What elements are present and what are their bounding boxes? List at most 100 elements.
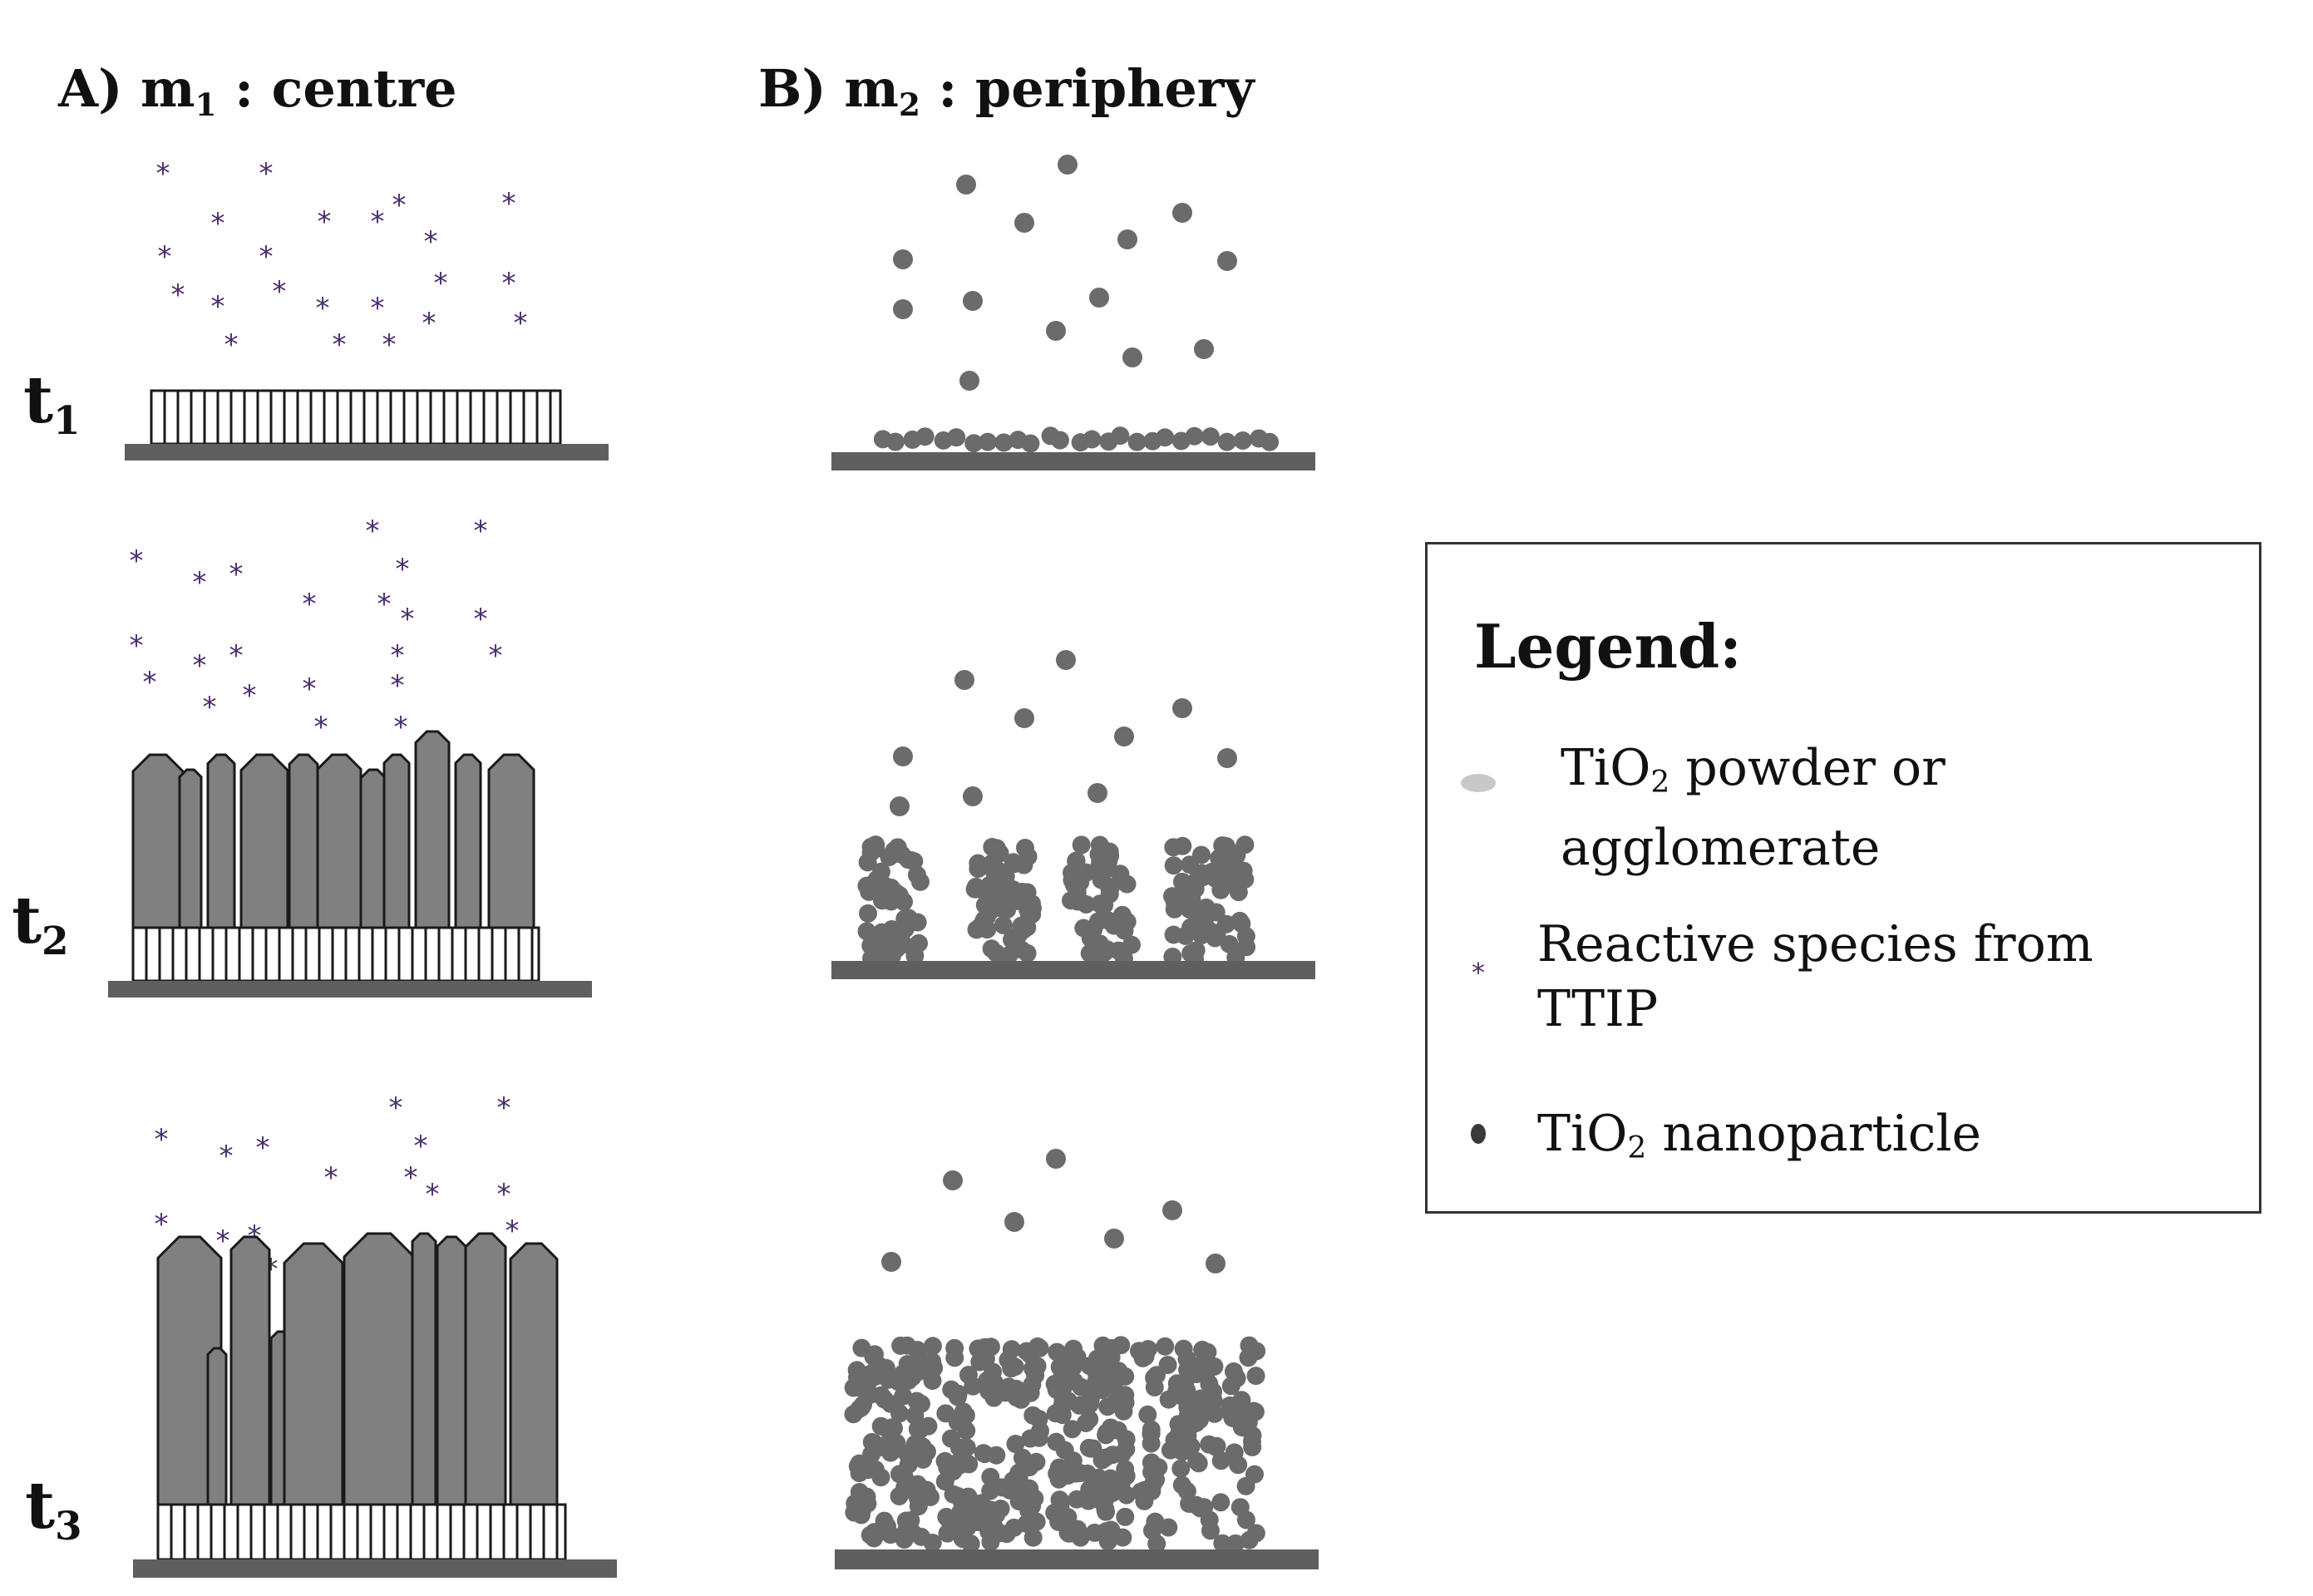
reactive-species-star: * [216, 1224, 230, 1258]
nanorod-column [206, 1347, 228, 1506]
nanoparticle-dot [994, 915, 1013, 934]
reactive-species-star: * [424, 225, 438, 259]
nanoparticle-dot [1087, 783, 1107, 803]
nanoparticle-dot [859, 904, 878, 923]
nanoparticle-dot [893, 746, 913, 766]
nanoparticle-dot [893, 299, 913, 319]
nanoparticle-dot [844, 1378, 863, 1397]
time-label-t2: t2 [12, 883, 69, 965]
seed-layer [150, 389, 562, 446]
nanoparticle-dot [1113, 1528, 1132, 1547]
nanoparticle-dot [1245, 1465, 1264, 1484]
nanoparticle-dot [1122, 347, 1142, 367]
nanoparticle-dot [970, 1502, 989, 1521]
nanoparticle-dot [1114, 1401, 1133, 1421]
nanoparticle-dot [991, 1500, 1010, 1519]
nanoparticle-dot [1014, 213, 1034, 233]
time-label-t3: t3 [25, 1468, 82, 1550]
nanoparticle-dot [1046, 1149, 1066, 1169]
nanoparticle-dot [959, 371, 979, 391]
nanoparticle-dot [1186, 941, 1206, 960]
nanoparticle-dot [923, 1372, 942, 1391]
nanoparticle-dot [1009, 1492, 1028, 1511]
nanoparticle-dot [974, 1444, 993, 1463]
nanoparticle-dot [984, 1362, 1003, 1382]
nanoparticle-dot [1156, 428, 1175, 447]
reactive-species-star: * [497, 1178, 511, 1211]
reactive-species-star: * [155, 1208, 169, 1241]
substrate-bar [831, 961, 1315, 979]
nanoparticle-dot [1172, 872, 1191, 891]
nanoparticle-dot [908, 913, 927, 932]
nanorod-column [414, 730, 451, 929]
reactive-species-star: * [273, 275, 287, 308]
reactive-species-star: * [502, 267, 516, 300]
nanoparticle-dot [943, 1170, 963, 1190]
nanoparticle-dot [982, 1515, 1001, 1534]
legend-item-powder: TiO2 powder or agglomerate [1561, 739, 1946, 877]
nanoparticle-dot [1138, 1405, 1157, 1424]
nanoparticle-dot [887, 1434, 906, 1453]
nanoparticle-dot [1206, 929, 1225, 948]
reactive-species-star: * [303, 672, 317, 706]
nanoparticle-dot [1211, 1493, 1230, 1512]
nanoparticle-dot [1172, 698, 1192, 718]
nanoparticle-dot [1006, 1435, 1025, 1454]
reactive-species-star: * [219, 1140, 234, 1173]
nanoparticle-dot [861, 843, 880, 862]
nanoparticle-dot [1224, 874, 1243, 894]
reactive-species-star: * [404, 1161, 418, 1195]
nanoparticle-dot [963, 786, 983, 806]
reactive-species-star: * [229, 639, 244, 672]
panel-b-t2 [831, 650, 1315, 979]
nanoparticle-dot [1164, 838, 1183, 857]
nanoparticle-dot [1015, 838, 1034, 857]
nanorod-column [288, 753, 319, 929]
nanoparticle-dot [1217, 432, 1236, 451]
nanorod-column [283, 1242, 344, 1506]
nanorod-column [316, 753, 362, 929]
nanoparticle-dot [1087, 861, 1107, 880]
nanoparticle-dot [1206, 903, 1226, 922]
nanoparticle-dot [1205, 1404, 1224, 1423]
nanorod-column [359, 768, 387, 929]
nanoparticle-dot [1096, 1500, 1115, 1519]
nanoparticle-dot [880, 1525, 900, 1544]
nanoparticle-dot [1216, 837, 1235, 856]
nanoparticle-dot [867, 869, 886, 889]
panel-b-t1 [831, 155, 1315, 470]
nanoparticle-dot [857, 922, 876, 941]
nanoparticle-dot [1029, 1428, 1048, 1447]
nanoparticle-dot [1009, 1468, 1028, 1487]
nanoparticle-dot [1004, 1518, 1023, 1537]
nanorod-column [464, 1232, 507, 1506]
nanoparticle-dot [1111, 426, 1130, 446]
nanoparticle-dot [893, 249, 913, 269]
nanoparticle-dot [1239, 1348, 1258, 1367]
nanoparticle-dot [1217, 251, 1237, 271]
reactive-species-star: * [193, 649, 207, 682]
nanoparticle-dot [1171, 1459, 1191, 1478]
nanoparticle-dot [1083, 430, 1102, 449]
nanoparticle-dot [1221, 859, 1240, 878]
nanoparticle-dot [1176, 1374, 1195, 1393]
nanoparticle-dot [1056, 650, 1076, 670]
nanoparticle-dot [937, 1507, 956, 1526]
nanorod-column [382, 753, 411, 929]
legend-box: Legend: TiO2 powder or agglomerate * Rea… [1425, 542, 2261, 1214]
substrate-bar [108, 981, 592, 998]
reactive-species-star: * [414, 1130, 428, 1163]
nanoparticle-dot [1127, 432, 1147, 451]
nanorod-column [436, 1235, 467, 1506]
nanoparticle-dot [1085, 1523, 1104, 1542]
nanoparticle-dot [981, 1337, 1000, 1357]
nanoparticle-dot [883, 946, 902, 965]
reactive-species-star: * [211, 290, 225, 323]
reactive-species-star: * [396, 553, 410, 586]
nanoparticle-dot [1217, 748, 1237, 768]
nanoparticle-dot [911, 1394, 930, 1413]
nanoparticle-dot [1098, 1397, 1117, 1416]
nanoparticle-dot [1181, 1436, 1201, 1456]
nanorod-column [411, 1232, 437, 1506]
